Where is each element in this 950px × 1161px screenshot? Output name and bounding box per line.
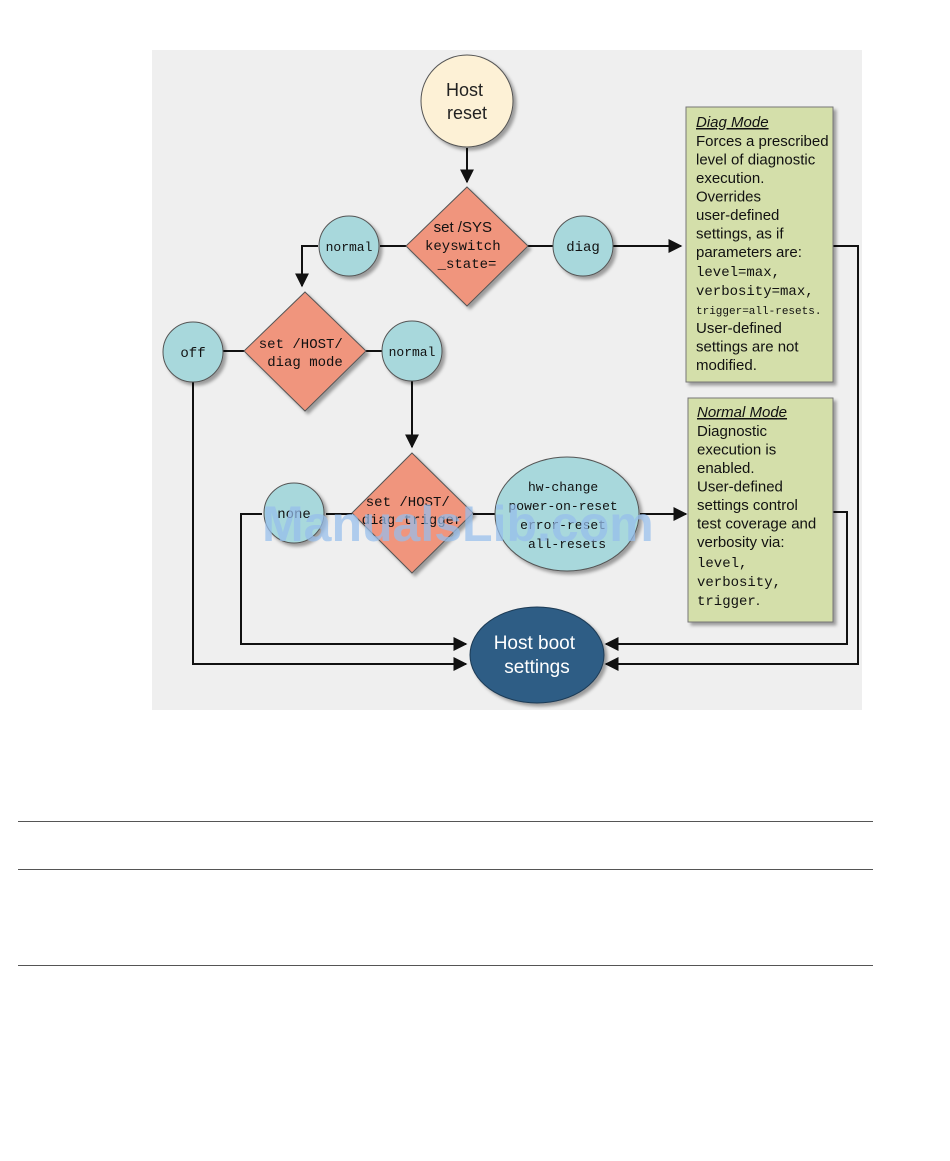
arrow-normalnote-to-boot: [604, 511, 848, 651]
table-rule-middle: [18, 869, 873, 870]
diag-trigger-decision-label: set /HOST/ diag trigger: [362, 495, 463, 529]
arrow-normal-to-diagmode: [295, 245, 318, 288]
keyswitch-normal-label: normal: [326, 240, 373, 255]
watermark: ManualsLib.com: [262, 496, 654, 552]
host-boot-settings-label: Host boot settings: [494, 633, 581, 678]
diag-trigger-none-label: none: [277, 507, 311, 523]
diag-mode-normal-label: normal: [389, 345, 436, 360]
arrow-diagnote-to-boot: [604, 245, 859, 671]
diag-trigger-values-label: hw-change power-on-reset error-reset all…: [508, 480, 625, 552]
arrow-none-to-boot: [240, 513, 468, 651]
normal-mode-note: [687, 397, 834, 623]
normal-mode-note-text: Normal Mode Diagnostic execution is enab…: [697, 404, 820, 610]
diag-mode-off-label: off: [180, 346, 205, 362]
normal-mode-note-title: Normal Mode: [697, 404, 787, 421]
start-node-host-reset: [420, 54, 514, 148]
arrow-off-to-boot: [192, 382, 468, 671]
keyswitch-normal-node: [318, 215, 380, 277]
diag-trigger-decision: [351, 452, 474, 574]
diag-trigger-none-node: [263, 482, 325, 544]
diag-mode-note-title: Diag Mode: [696, 114, 769, 131]
end-node-host-boot-settings: [469, 606, 605, 704]
keyswitch-decision-label: set /SYS keyswitch _state=: [425, 219, 509, 273]
diag-mode-note: [685, 106, 834, 383]
diag-mode-decision-label: set /HOST/ diag mode: [259, 337, 351, 371]
diag-mode-decision: [243, 291, 367, 412]
diag-mode-off-node: [162, 321, 224, 383]
table-rule-bottom: [18, 965, 873, 966]
diag-trigger-values-node: [494, 456, 640, 572]
table-rule-top: [18, 821, 873, 822]
diag-mode-note-text: Diag Mode Forces a prescribed level of d…: [696, 114, 833, 374]
keyswitch-diag-label: diag: [566, 240, 600, 256]
host-reset-label: Host reset: [446, 80, 488, 123]
diag-mode-normal-node: [381, 320, 443, 382]
keyswitch-diag-node: [552, 215, 614, 277]
keyswitch-decision: [405, 186, 529, 307]
